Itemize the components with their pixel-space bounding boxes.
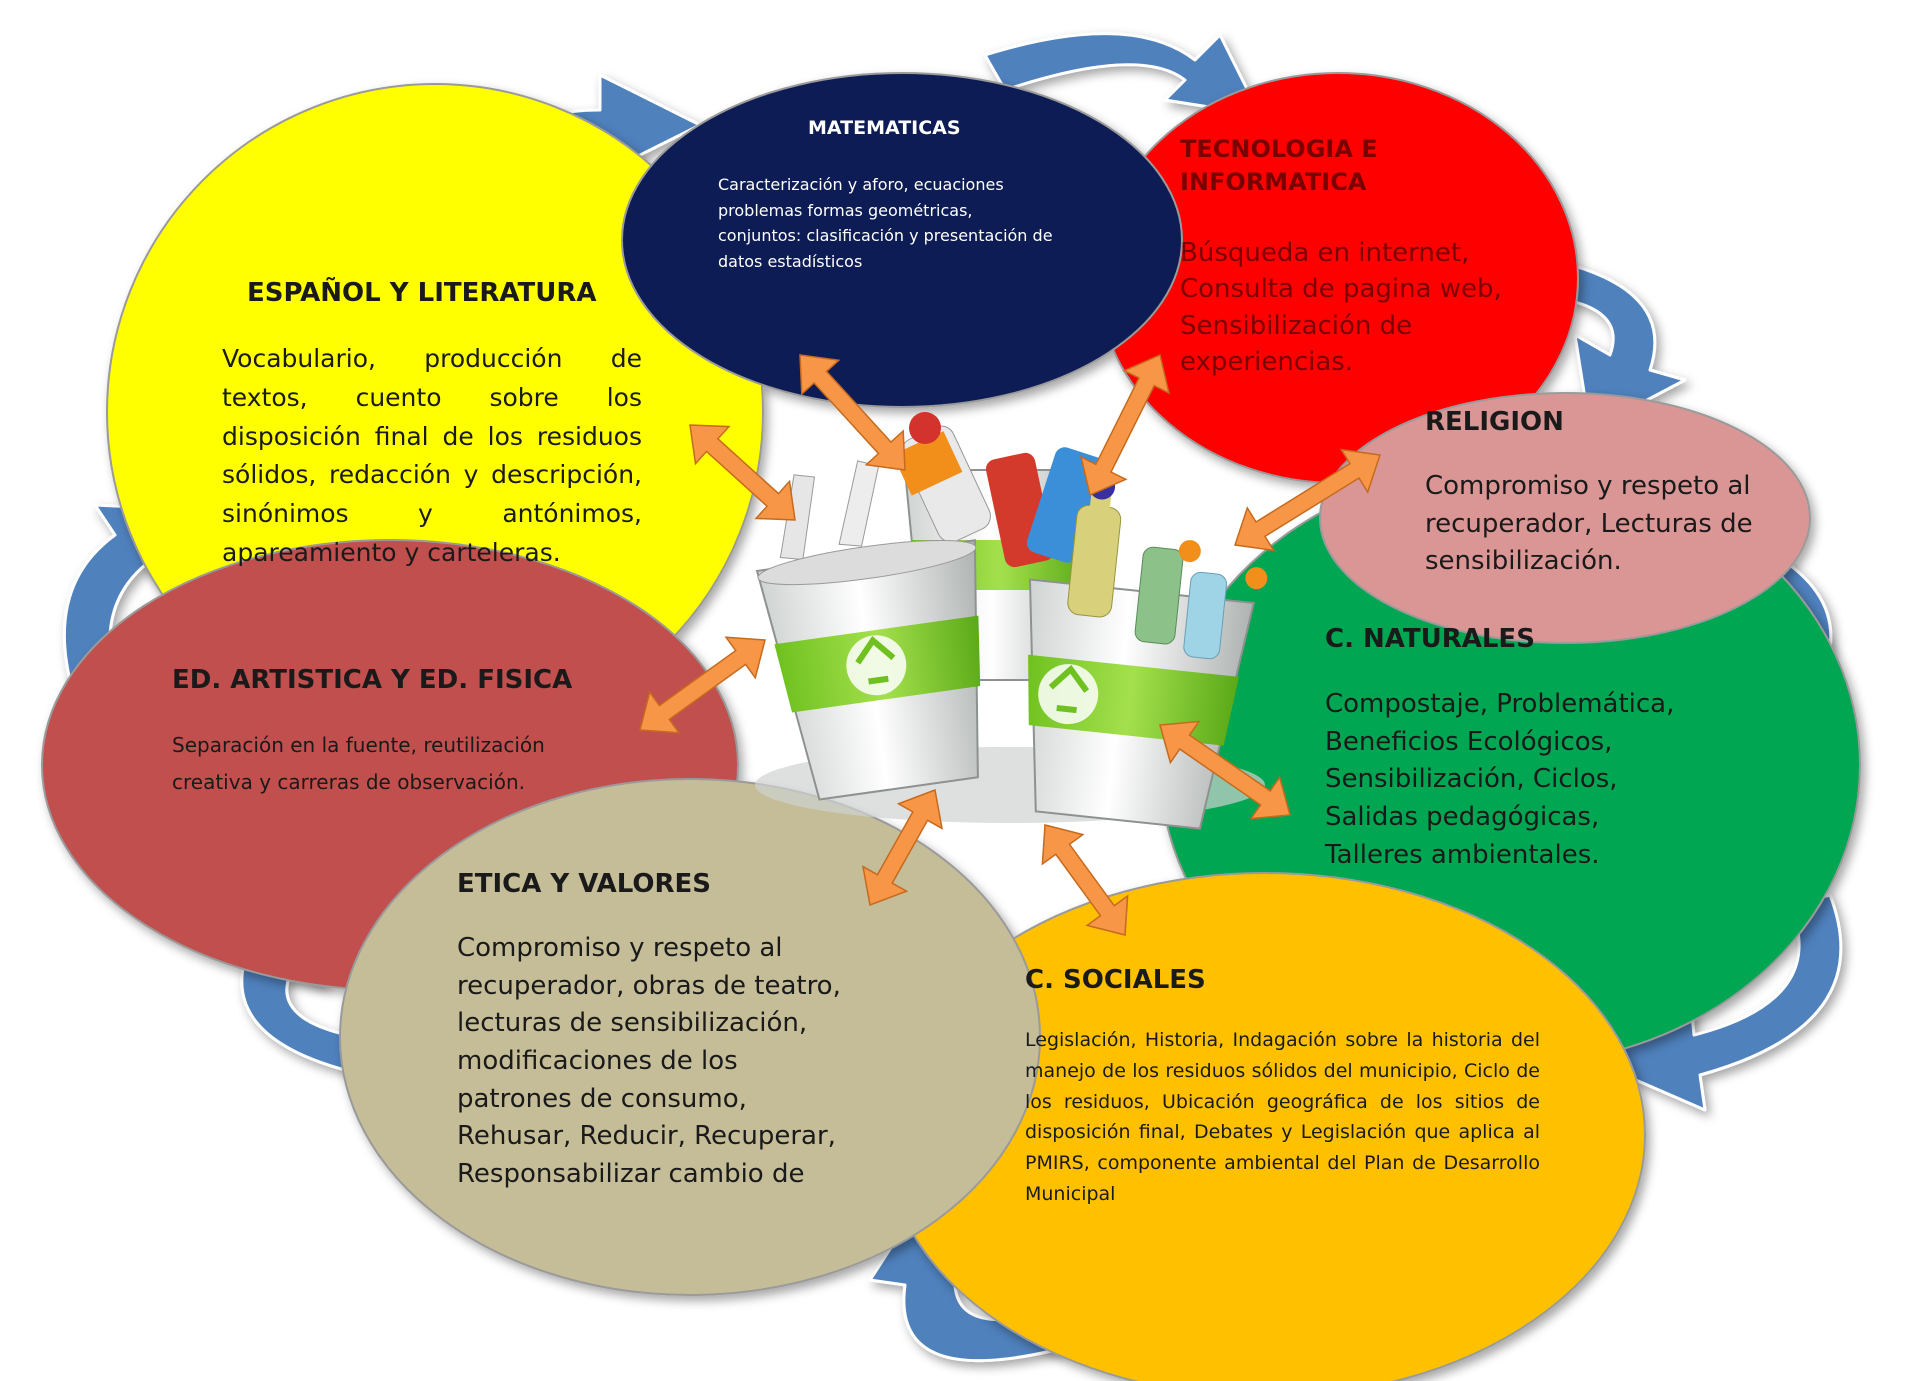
etica-body-line: lecturas de sensibilización, <box>457 1008 808 1039</box>
center-arrow-to-espanol <box>689 424 796 521</box>
naturales-body: Compostaje, Problemática, Beneficios Eco… <box>1325 686 1674 874</box>
etica-body-line: recuperador, obras de teatro, <box>457 970 841 1001</box>
naturales-title: C. NATURALES <box>1325 624 1535 654</box>
etica-body-line: patrones de consumo, <box>457 1083 747 1114</box>
naturales-body-line: Beneficios Ecológicos, <box>1325 726 1613 757</box>
tecnologia-title-line-1: TECNOLOGIA E <box>1180 135 1378 163</box>
naturales-body-line: Compostaje, Problemática, <box>1325 689 1675 719</box>
naturales-body-line: Sensibilización, Ciclos, <box>1325 764 1618 795</box>
tecnologia-body: Búsqueda en internet, Consulta de pagina… <box>1180 238 1502 378</box>
center-arrow-to-artistica <box>639 636 766 734</box>
religion-body: Compromiso y respeto al recuperador, Lec… <box>1425 471 1753 577</box>
center-arrow-to-religion <box>1234 448 1381 552</box>
espanol-body: Vocabulario, producción de textos, cuent… <box>222 344 642 567</box>
center-arrow-to-naturales <box>1159 720 1291 820</box>
etica-body-line: Rehusar, Reducir, Recuperar, <box>457 1121 836 1152</box>
matematicas-body: Caracterización y aforo, ecuaciones prob… <box>718 175 1053 271</box>
artistica-body: Separación en la fuente, reutilización c… <box>172 733 545 794</box>
circle-etica <box>339 778 1041 1296</box>
etica-title: ETICA Y VALORES <box>457 869 712 899</box>
center-arrow-to-matematicas <box>799 354 906 471</box>
artistica-title: ED. ARTISTICA Y ED. FISICA <box>172 665 573 695</box>
naturales-body-line: Salidas pedagógicas, <box>1325 802 1600 833</box>
etica-body-line: modificaciones de los <box>457 1046 738 1077</box>
circle-religion <box>1319 392 1811 644</box>
matematicas-title: MATEMATICAS <box>808 117 961 139</box>
cycle-arrow-matematicas-to-tecnologia <box>983 32 1262 117</box>
sociales-body: Legislación, Historia, Indagación sobre … <box>1025 1029 1540 1205</box>
center-arrows <box>639 353 1381 936</box>
center-arrow-to-tecnologia <box>1080 353 1170 497</box>
center-arrow-to-sociales <box>1041 824 1129 936</box>
etica-body: Compromiso y respeto al recuperador, obr… <box>457 930 841 1194</box>
subject-circles <box>41 72 1861 1381</box>
religion-title: RELIGION <box>1425 407 1564 437</box>
sociales-title: C. SOCIALES <box>1025 965 1206 995</box>
circle-matematicas <box>621 72 1183 408</box>
etica-body-line: Responsabilizar cambio de <box>457 1159 805 1190</box>
center-arrow-to-etica <box>861 788 944 907</box>
recycling-bins-illustration <box>755 412 1268 830</box>
espanol-title: ESPAÑOL Y LITERATURA <box>247 278 597 308</box>
naturales-body-line: Talleres ambientales. <box>1325 839 1600 870</box>
cycle-arrow-naturales-to-sociales <box>1583 893 1843 1112</box>
etica-body-line: Compromiso y respeto al <box>457 933 783 963</box>
tecnologia-title-line-2: INFORMATICA <box>1180 168 1367 197</box>
tecnologia-title: TECNOLOGIA E INFORMATICA <box>1180 133 1378 199</box>
